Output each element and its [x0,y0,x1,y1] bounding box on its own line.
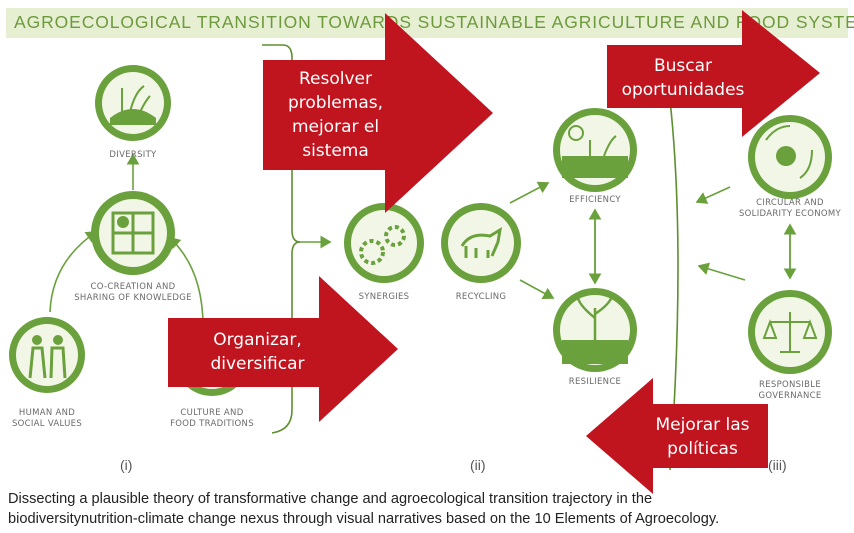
label-responsible: RESPONSIBLE GOVERNANCE [758,380,822,401]
responsible-governance-icon [748,290,832,374]
human-social-icon [9,317,85,393]
label-co-creation: CO-CREATION AND SHARING OF KNOWLEDGE [74,282,192,303]
synergies-icon [344,203,424,283]
arrow-resolver [263,13,493,213]
co-creation-icon [91,191,175,275]
label-culture-food: CULTURE AND FOOD TRADITIONS [170,408,254,429]
red-arrows [168,10,820,494]
label-synergies: SYNERGIES [358,292,410,302]
figure-caption: Dissecting a plausible theory of transfo… [8,491,720,527]
resilience-icon [553,288,637,372]
recycling-icon [441,203,521,283]
diversity-icon [95,65,171,141]
label-recycling: RECYCLING [455,292,507,302]
circular-economy-icon [748,115,832,199]
arrow-mejorar-text: Mejorar las políticas [655,415,750,459]
section-i-label: (i) [120,457,133,473]
connector-arrows [49,153,797,331]
label-efficiency: EFFICIENCY [569,195,621,205]
label-human-social: HUMAN AND SOCIAL VALUES [11,408,83,429]
label-diversity: DIVERSITY [109,150,157,160]
efficiency-icon [553,108,637,192]
arrow-organizar [168,276,398,422]
section-ii-label: (ii) [470,457,486,473]
arrow-resolver-text: Resolver problemas, mejorar el sistema [287,69,384,161]
title-banner [6,8,848,38]
arrow-organizar-text: Organizar, diversificar [210,330,305,374]
arrow-mejorar [586,378,768,494]
arrow-buscar [607,10,820,137]
label-resilience: RESILIENCE [568,377,622,387]
label-circular: CIRCULAR AND SOLIDARITY ECONOMY [738,198,841,219]
section-iii-label: (iii) [768,457,787,473]
banner-title: AGROECOLOGICAL TRANSITION TOWARDS SUSTAI… [14,12,854,32]
arrow-buscar-text: Buscar oportunidades [621,56,745,100]
